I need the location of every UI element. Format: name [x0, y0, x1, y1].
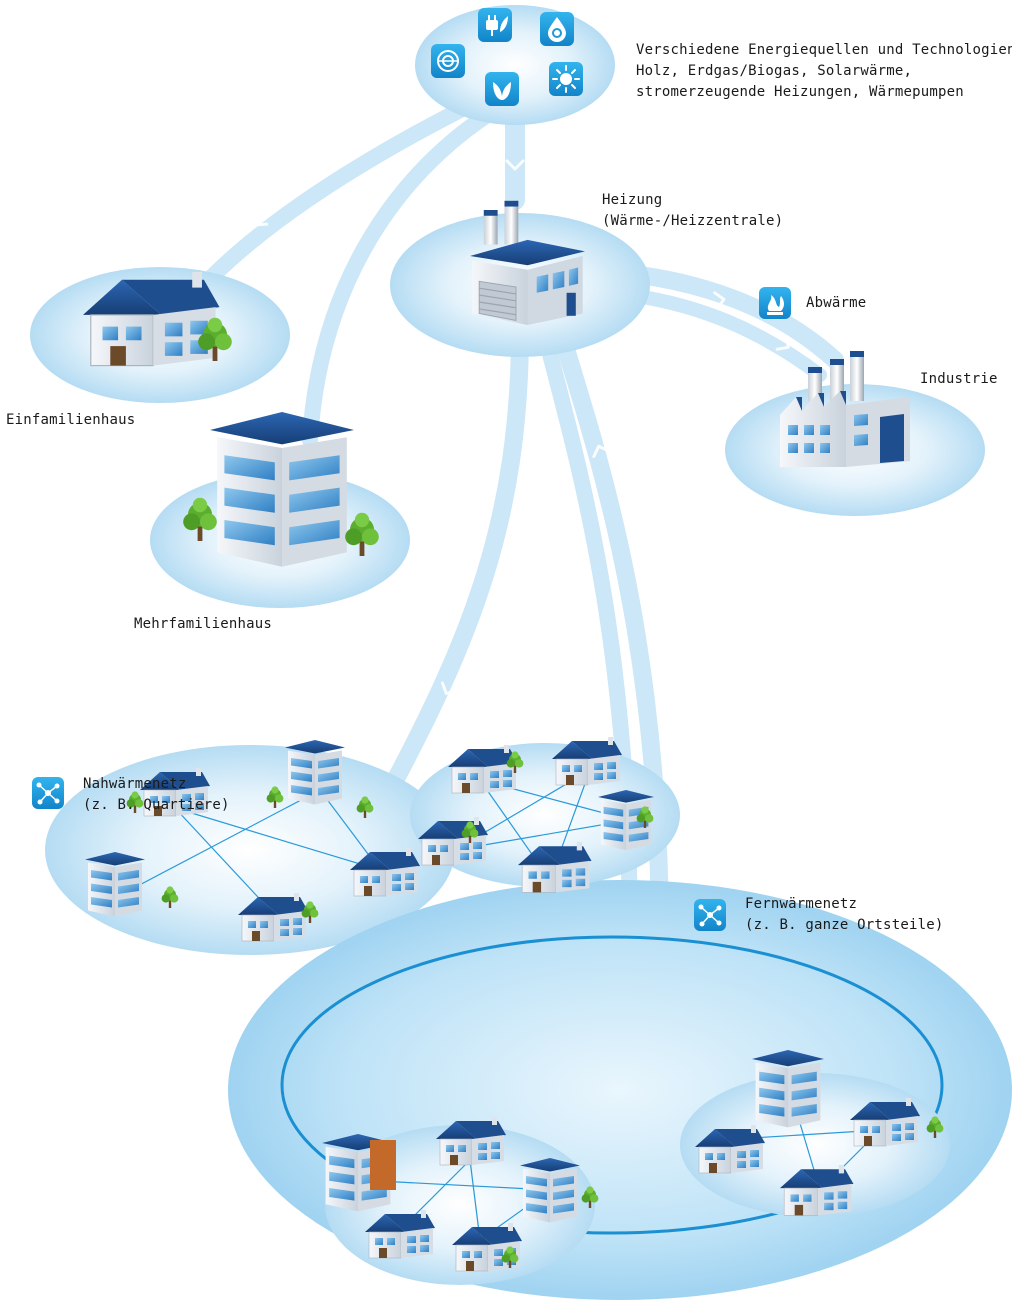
multi-family-building — [210, 412, 354, 567]
district-ring-line — [280, 935, 944, 1235]
energy-sources-line-1: Verschiedene Energiequellen und Technolo… — [636, 42, 1012, 58]
local-network-label: Nahwärmenetz (z. B. Quartiere) — [83, 774, 230, 816]
flow-to-multi-family — [302, 102, 503, 448]
local-line-2: (z. B. Quartiere) — [83, 797, 230, 813]
district-network-label: Fernwärmenetz (z. B. ganze Ortsteile) — [745, 894, 943, 936]
energy-sources-label: Verschiedene Energiequellen und Technolo… — [636, 40, 1012, 103]
flow-to-local-network — [381, 321, 529, 799]
flow-to-single-family — [182, 92, 488, 308]
network-icon — [694, 899, 726, 931]
local-network-lines — [129, 789, 381, 911]
flow-bands — [182, 92, 844, 949]
water-drop-icon — [540, 12, 574, 46]
energy-source-icons — [431, 8, 583, 106]
local-line-1: Nahwärmenetz — [83, 776, 187, 792]
solar-collector-icon — [431, 44, 465, 78]
energy-sources-line-3: stromerzeugende Heizungen, Wärmepumpen — [636, 84, 964, 100]
flow-industry-b — [623, 288, 827, 382]
brick-facade — [370, 1140, 396, 1190]
energy-sources-line-2: Holz, Erdgas/Biogas, Solarwärme, — [636, 63, 913, 79]
district-line-1: Fernwärmenetz — [745, 896, 858, 912]
plug-leaf-icon — [478, 8, 512, 42]
heating-line-2: (Wärme-/Heizzentrale) — [602, 213, 784, 229]
waste-heat-label: Abwärme — [806, 293, 866, 314]
flow-industry-a — [631, 266, 844, 369]
multi-family-text: Mehrfamilienhaus — [134, 616, 273, 632]
district-line-2: (z. B. ganze Ortsteile) — [745, 917, 944, 933]
heating-line-1: Heizung — [602, 192, 663, 208]
heating-center-label: Heizung (Wärme-/Heizzentrale) — [602, 190, 783, 232]
single-family-text: Einfamilienhaus — [6, 412, 136, 428]
district-house — [447, 744, 519, 794]
waste-heat-text: Abwärme — [806, 295, 867, 311]
sun-icon — [549, 62, 583, 96]
multi-family-label: Mehrfamilienhaus — [134, 614, 272, 635]
industry-label: Industrie — [920, 369, 998, 390]
industry-text: Industrie — [920, 371, 998, 387]
single-family-label: Einfamilienhaus — [6, 410, 135, 431]
leaf-icon — [485, 72, 519, 106]
waste-heat-icon — [759, 287, 791, 319]
network-icon — [32, 777, 64, 809]
